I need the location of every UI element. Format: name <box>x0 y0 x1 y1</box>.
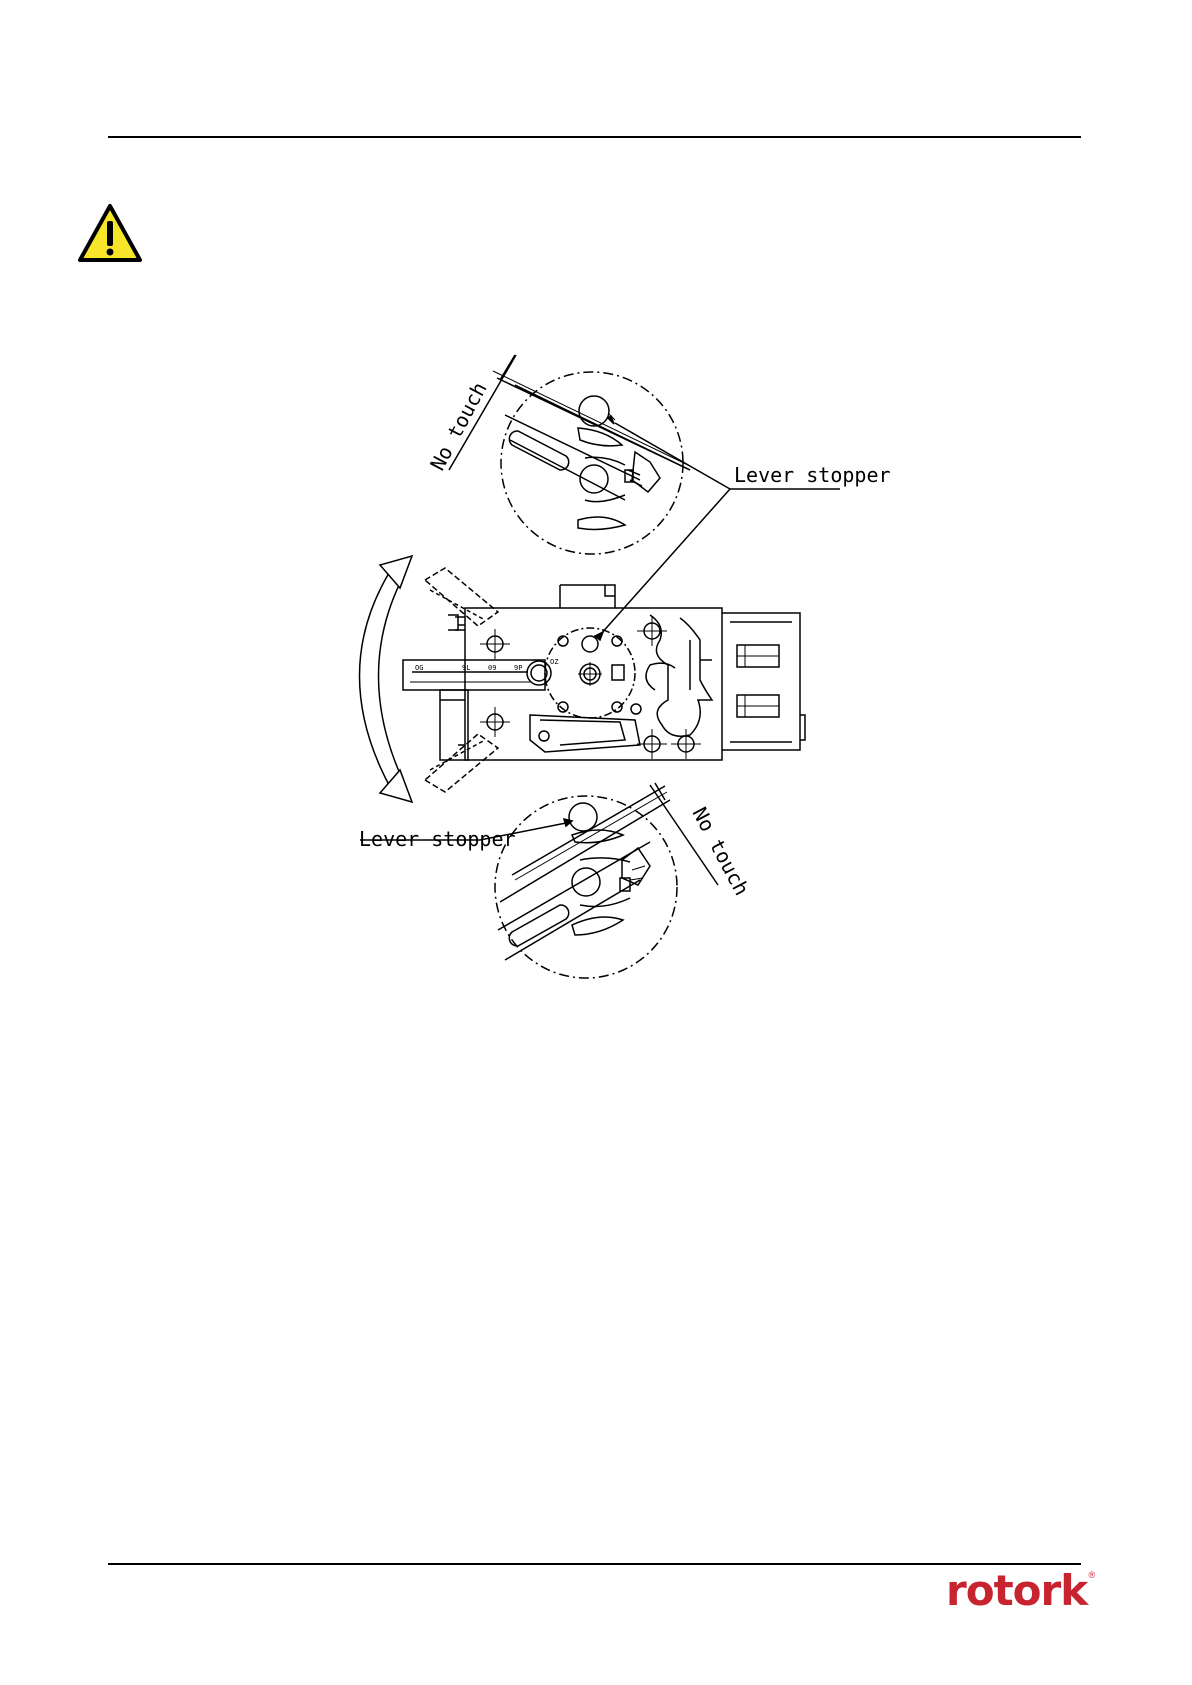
svg-text:09: 09 <box>488 664 496 672</box>
registered-mark: ® <box>1089 1570 1096 1580</box>
svg-text:9L: 9L <box>462 664 470 672</box>
svg-text:9P: 9P <box>514 664 522 672</box>
logo-text: rotork <box>946 1566 1087 1615</box>
positioner-body <box>403 568 805 792</box>
no-touch-label-top: No touch <box>425 378 491 474</box>
rotation-arrow <box>360 556 413 802</box>
footer-rule <box>108 1563 1081 1565</box>
svg-text:OZ: OZ <box>550 658 558 666</box>
no-touch-label-bottom: No touch <box>688 803 754 899</box>
bottom-detail-view <box>495 796 677 978</box>
top-detail-view <box>501 372 690 554</box>
svg-text:OG: OG <box>415 664 423 672</box>
lever-stopper-label-bottom: Lever stopper <box>359 827 516 851</box>
lever-stopper-label-top: Lever stopper <box>734 463 891 487</box>
rotork-logo: rotork ® <box>946 1570 1087 1612</box>
